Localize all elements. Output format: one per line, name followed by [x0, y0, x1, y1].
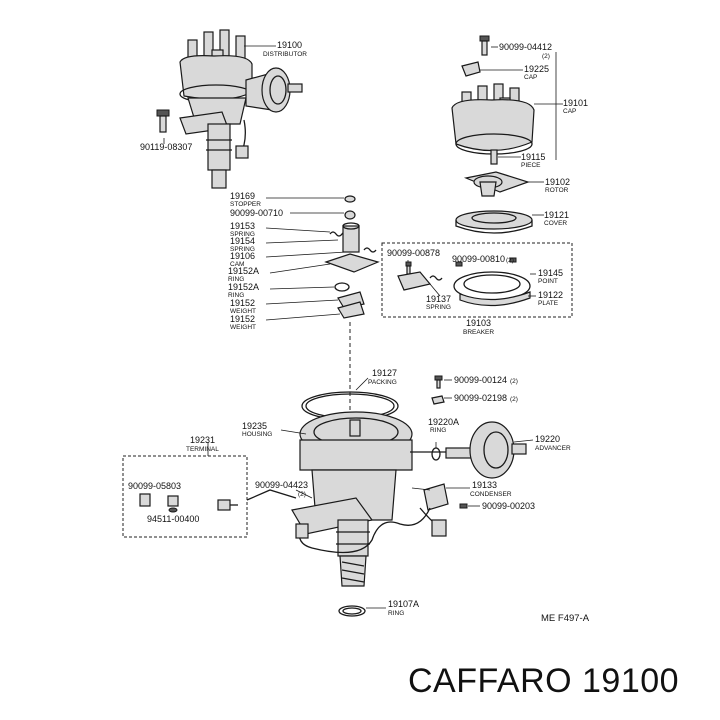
label-19103-name: BREAKER — [463, 329, 494, 336]
advance-mechanism-leaders — [265, 197, 347, 321]
label-00810-no: 90099-00810 — [452, 254, 505, 264]
label-04423-no: 90099-04423 — [255, 480, 308, 490]
label-19145-no: 19145 — [538, 268, 563, 278]
label-19101-name: CAP — [563, 108, 576, 115]
label-19127-no: 19127 — [372, 368, 397, 378]
distributor-assembly-drawing — [156, 29, 303, 189]
label-19220A-no: 19220A — [428, 417, 459, 427]
label-19225-no: 19225 — [524, 64, 549, 74]
label-19152A2-no: 19152A — [228, 282, 259, 292]
label-19121-name: COVER — [544, 220, 567, 227]
label-19121-no: 19121 — [544, 210, 569, 220]
label-90119-no: 90119-08307 — [140, 142, 192, 152]
label-02198-name: (2) — [510, 396, 518, 403]
label-19115-name: PIECE — [521, 162, 541, 169]
label-19133-no: 19133 — [472, 480, 497, 490]
label-19137-name: SPRING — [426, 304, 451, 311]
label-00710-no: 90099-00710 — [230, 208, 283, 218]
label-19225-name: CAP — [524, 74, 537, 81]
terminal-drawing — [139, 489, 297, 513]
label-19220A-name: RING — [430, 427, 446, 434]
housing-leaders — [280, 377, 534, 609]
label-19169-no: 19169 — [230, 191, 255, 201]
label-19115-no: 19115 — [521, 152, 545, 162]
label-19152a-name: WEIGHT — [230, 308, 256, 315]
label-19100-name: DISTRIBUTOR — [263, 51, 307, 58]
label-19154-no: 19154 — [230, 236, 255, 246]
label-19152A1-no: 19152A — [228, 266, 259, 276]
label-19127-name: PACKING — [368, 379, 397, 386]
label-04412-no: 90099-04412 — [499, 42, 552, 52]
part-labels: 19100 DISTRIBUTOR 90119-08307 90099-0441… — [128, 40, 590, 624]
label-19231-name: TERMINAL — [186, 446, 219, 453]
label-19107A-no: 19107A — [388, 599, 419, 609]
label-19169-name: STOPPER — [230, 201, 261, 208]
label-19153-no: 19153 — [230, 221, 255, 231]
housing-assembly-drawing — [291, 375, 527, 617]
label-00878-no: 90099-00878 — [387, 248, 440, 258]
breaker-leaders — [407, 260, 536, 297]
breaker-drawing — [397, 257, 531, 307]
label-19100-no: 19100 — [277, 40, 302, 50]
label-19102-no: 19102 — [545, 177, 570, 187]
breaker-group-box — [381, 242, 573, 318]
label-19137-no: 19137 — [426, 294, 451, 304]
label-04412-name: (2) — [542, 53, 550, 60]
label-19152b-no: 19152 — [230, 314, 255, 324]
label-00400-no: 94511-00400 — [147, 514, 199, 524]
label-19106-no: 19106 — [230, 251, 255, 261]
label-19153-name: SPRING — [230, 231, 255, 238]
label-19152a-no: 19152 — [230, 298, 255, 308]
figure-reference: ME F497-A — [541, 613, 590, 624]
label-19133-name: CONDENSER — [470, 491, 512, 498]
label-05803-no: 90099-05803 — [128, 481, 181, 491]
advance-mechanism-drawing — [324, 195, 380, 319]
label-19235-no: 19235 — [242, 421, 267, 431]
product-caption: CAFFARO 19100 — [408, 662, 680, 700]
label-19220-no: 19220 — [535, 434, 560, 444]
label-19122-no: 19122 — [538, 290, 563, 300]
label-19103-no: 19103 — [466, 318, 491, 328]
cap-rotor-cover-drawing — [451, 35, 535, 234]
label-19122-name: PLATE — [538, 300, 559, 307]
label-19152b-name: WEIGHT — [230, 324, 256, 331]
label-19154-name: SPRING — [230, 246, 255, 253]
label-04423-name: (2) — [298, 491, 306, 498]
label-00203-no: 90099-00203 — [482, 501, 535, 511]
label-19102-name: ROTOR — [545, 187, 569, 194]
label-19231-no: 19231 — [190, 435, 215, 445]
label-19152A1-name: RING — [228, 276, 244, 283]
label-02198-no: 90099-02198 — [454, 393, 507, 403]
terminal-group-box — [122, 455, 248, 538]
label-19145-name: POINT — [538, 278, 558, 285]
label-19220-name: ADVANCER — [535, 445, 571, 452]
label-00124-name: (2) — [510, 378, 518, 385]
label-19235-name: HOUSING — [242, 431, 272, 438]
label-00810-name: (2) — [506, 257, 514, 264]
label-19101-no: 19101 — [563, 98, 588, 108]
label-19152A2-name: RING — [228, 292, 244, 299]
label-00124-no: 90099-00124 — [454, 375, 507, 385]
label-19107A-name: RING — [388, 610, 404, 617]
label-19106-name: CAM — [230, 261, 244, 268]
